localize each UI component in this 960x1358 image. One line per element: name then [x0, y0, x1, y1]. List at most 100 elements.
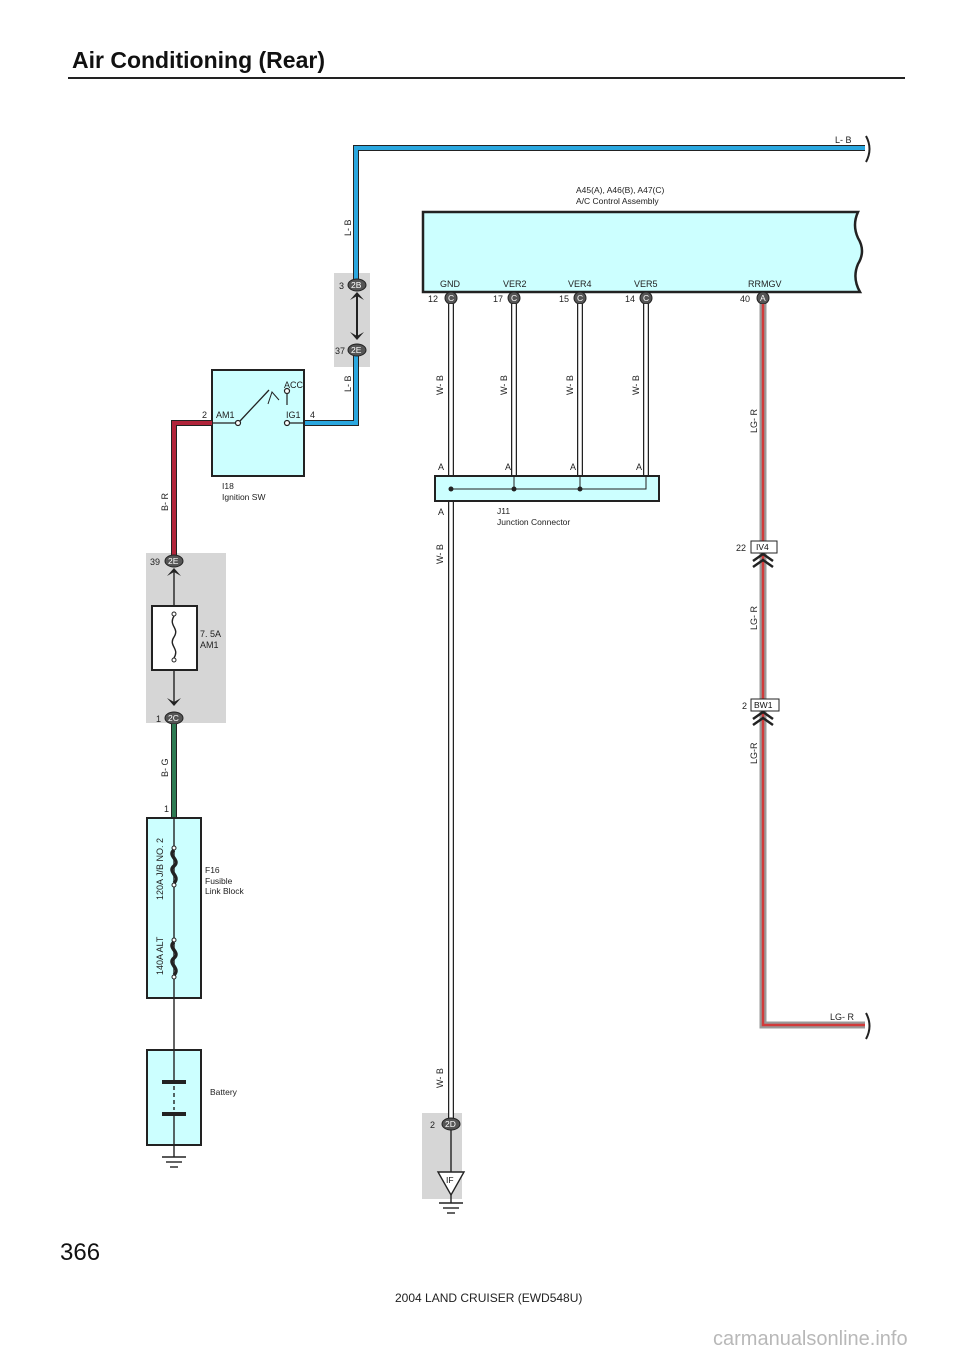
page-number: 366: [60, 1239, 100, 1266]
connector-2E-top: 37 2E: [335, 343, 367, 357]
svg-text:3: 3: [339, 281, 344, 291]
terminal-VER5: VER5: [634, 279, 658, 289]
junction-name: Junction Connector: [497, 517, 570, 527]
svg-text:A: A: [760, 293, 766, 303]
wire-WB-group: [448, 304, 649, 1118]
wire-BR: [171, 420, 212, 558]
terminal-GND: GND: [440, 279, 461, 289]
ac-control-assembly: [421, 210, 864, 294]
switch-contact-ig1: [283, 419, 291, 427]
ac-control-codes: A45(A), A46(B), A47(C): [576, 185, 665, 195]
junction-code: J11: [497, 506, 510, 516]
svg-text:C: C: [448, 293, 454, 303]
footer-text: 2004 LAND CRUISER (EWD548U): [395, 1291, 582, 1305]
wire-label-WB-down: W- B: [435, 544, 445, 564]
switch-contact-am1: [234, 419, 242, 427]
connector-BW1: 2 BW1: [742, 698, 780, 727]
svg-text:39: 39: [150, 557, 160, 567]
break-mark-LB: [865, 135, 871, 163]
terminal-VER2: VER2: [503, 279, 527, 289]
connector-2C: 1 2C: [156, 711, 184, 725]
connector-2E-fuse: 39 2E: [150, 554, 184, 568]
ignition-name: Ignition SW: [222, 492, 265, 502]
svg-text:2: 2: [742, 701, 747, 711]
svg-text:22: 22: [736, 543, 746, 553]
ignition-am1-pin: 2: [202, 410, 207, 420]
fusible-link-140a: [170, 940, 178, 977]
svg-text:2C: 2C: [168, 713, 179, 723]
wire-label-BG: B- G: [160, 758, 170, 777]
svg-text:C: C: [643, 293, 649, 303]
fuse-name: AM1: [200, 640, 219, 650]
ac-control-name: A/C Control Assembly: [576, 196, 659, 206]
fusible-link1-label: 120A J/B NO. 2: [155, 838, 165, 900]
arrow-2C: [167, 698, 181, 706]
svg-text:A: A: [438, 462, 444, 472]
connector-IV4: 22 IV4: [736, 540, 778, 569]
svg-text:C: C: [577, 293, 583, 303]
svg-text:1: 1: [156, 714, 161, 724]
wire-label-LB-top: L- B: [835, 135, 852, 145]
watermark: carmanualsonline.info: [713, 1328, 908, 1350]
svg-text:A: A: [505, 462, 511, 472]
ignition-ig1: IG1: [286, 410, 301, 420]
fusible-name1: Fusible: [205, 876, 233, 886]
svg-text:37: 37: [335, 346, 345, 356]
battery-label: Battery: [210, 1087, 238, 1097]
wire-LB: [287, 145, 865, 426]
svg-text:C: C: [511, 293, 517, 303]
fusible-name2: Link Block: [205, 886, 244, 896]
svg-text:A: A: [438, 507, 444, 517]
wire-label-LB-upper: L- B: [343, 219, 353, 236]
page-title: Air Conditioning (Rear): [72, 47, 325, 73]
wire-label-LGR-3: LG-R: [749, 742, 759, 764]
fusible-link2-label: 140A ALT: [155, 936, 165, 975]
svg-text:2B: 2B: [351, 280, 362, 290]
ground-id: IF: [446, 1175, 454, 1185]
wire-label-WB-ver4: W- B: [565, 375, 575, 395]
wire-label-BR: B- R: [160, 492, 170, 511]
ignition-am1: AM1: [216, 410, 235, 420]
battery-ground-icon: [162, 1145, 186, 1168]
svg-text:12: 12: [428, 294, 438, 304]
connector-2B: 3 2B: [339, 278, 367, 292]
svg-text:17: 17: [493, 294, 503, 304]
svg-text:2: 2: [430, 1120, 435, 1130]
svg-text:40: 40: [740, 294, 750, 304]
fusible-pin: 1: [164, 804, 169, 814]
svg-text:A: A: [636, 462, 642, 472]
wire-label-WB-ver2: W- B: [499, 375, 509, 395]
wire-LGR: [759, 304, 865, 1029]
wire-label-LGR-2: LG- R: [749, 605, 759, 630]
wire-label-LB-lower: L- B: [343, 375, 353, 392]
terminal-RRMGV: RRMGV: [748, 279, 782, 289]
fusible-link-120a: [170, 848, 178, 885]
ground-point-IF: [436, 1171, 466, 1197]
fuse-rating: 7. 5A: [200, 629, 221, 639]
wire-label-WB-bottom: W- B: [435, 1068, 445, 1088]
wire-label-WB-ver5: W- B: [631, 375, 641, 395]
arrow-2E-up: [350, 332, 364, 340]
ignition-acc: ACC: [284, 380, 304, 390]
svg-text:A: A: [570, 462, 576, 472]
svg-text:IV4: IV4: [756, 542, 769, 552]
ignition-code: I18: [222, 481, 234, 491]
svg-text:2E: 2E: [168, 556, 179, 566]
svg-text:15: 15: [559, 294, 569, 304]
junction-pins: A A A A A: [438, 462, 642, 517]
svg-text:BW1: BW1: [754, 700, 773, 710]
connector-2D: 2 2D: [430, 1117, 461, 1131]
break-mark-LGR: [865, 1012, 871, 1040]
ignition-ig1-pin: 4: [310, 410, 315, 420]
ground-icon: [439, 1195, 463, 1214]
wire-label-LGR-1: LG- R: [749, 408, 759, 433]
fuse-element: [171, 615, 177, 659]
wire-label-LGR-end: LG- R: [830, 1012, 855, 1022]
switch-contact-acc: [283, 387, 291, 395]
wire-label-WB-gnd: W- B: [435, 375, 445, 395]
svg-text:2D: 2D: [445, 1119, 456, 1129]
svg-text:14: 14: [625, 294, 635, 304]
svg-text:2E: 2E: [351, 345, 362, 355]
terminal-VER4: VER4: [568, 279, 592, 289]
